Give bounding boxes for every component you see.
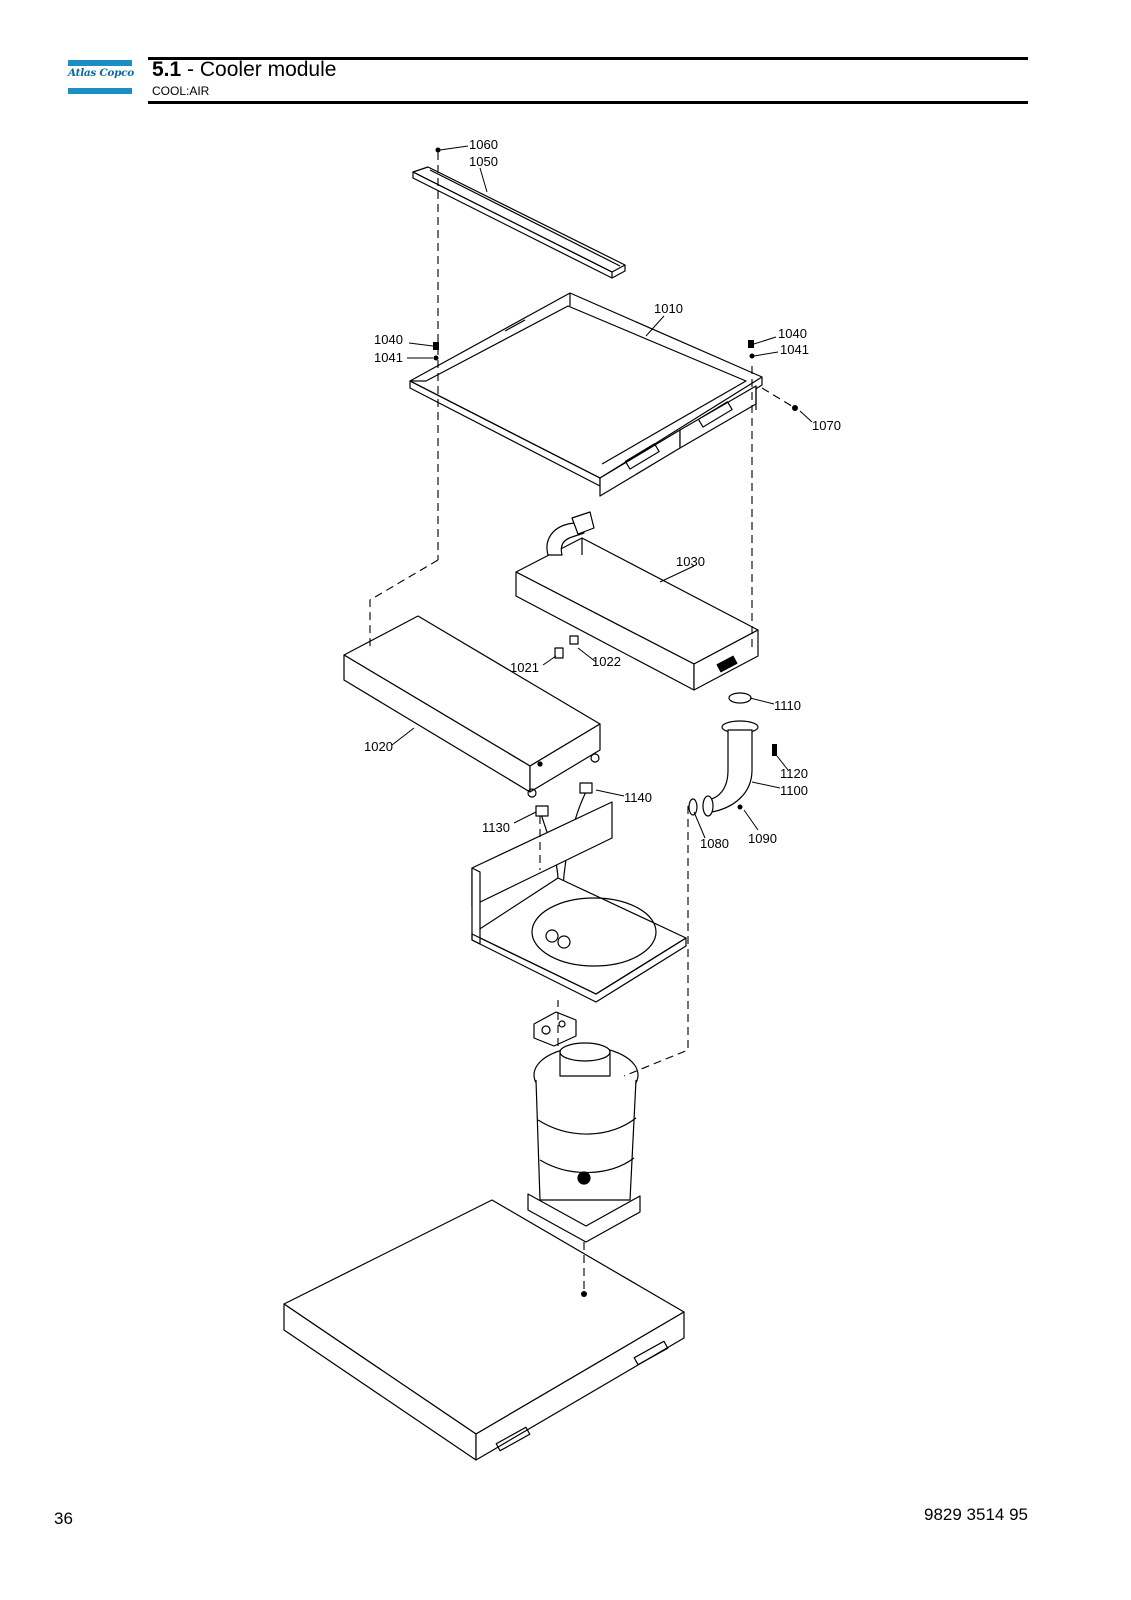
header-bottom-rule [148, 101, 1028, 104]
callout-1040-left: 1040 [374, 332, 403, 347]
page-number: 36 [54, 1509, 73, 1528]
page-subtitle: COOL:AIR [152, 84, 210, 98]
part-1050-top-strip [412, 166, 626, 279]
section-title: - Cooler module [187, 58, 337, 81]
fasteners [433, 147, 798, 1297]
callout-1060: 1060 [469, 137, 498, 152]
callout-1010: 1010 [654, 301, 683, 316]
atlas-copco-logo: Atlas Copco [68, 60, 134, 94]
fittings-1021-1022 [554, 635, 579, 659]
part-1110-seal [728, 692, 752, 704]
callout-1041-right: 1041 [780, 342, 809, 357]
callout-1140: 1140 [624, 790, 652, 805]
callout-1040-right: 1040 [778, 326, 807, 341]
page-title: 5.1 - Cooler module [152, 58, 336, 82]
callout-1041-left: 1041 [374, 350, 403, 365]
part-1100-bend [688, 720, 759, 817]
mounting-bracket [471, 801, 687, 1003]
valve-block [533, 1011, 577, 1047]
callout-1021: 1021 [510, 660, 539, 675]
section-number: 5.1 [152, 58, 182, 81]
callout-1130: 1130 [482, 820, 510, 835]
header-top-rule [148, 57, 1028, 60]
compressor-element [527, 1042, 641, 1243]
leader-lines [391, 145, 813, 839]
callout-1120: 1120 [780, 766, 808, 781]
callout-1070: 1070 [812, 418, 841, 433]
callout-1030: 1030 [676, 554, 705, 569]
logo-top-bar [68, 60, 132, 66]
callout-1050: 1050 [469, 154, 498, 169]
callout-1080: 1080 [700, 836, 729, 851]
part-1030-cooler [515, 511, 759, 691]
part-1020-cooler [343, 615, 601, 798]
base-plate [283, 1199, 685, 1461]
callout-1020: 1020 [364, 739, 393, 754]
callout-1100: 1100 [780, 783, 808, 798]
callout-1110: 1110 [774, 698, 801, 713]
part-1010-top-frame [409, 292, 763, 497]
logo-wordmark: Atlas Copco [68, 67, 134, 79]
assembly-lines [369, 152, 796, 1292]
document-number: 9829 3514 95 [924, 1505, 1028, 1524]
callout-1090: 1090 [748, 831, 777, 846]
logo-bottom-bar [68, 88, 132, 94]
callout-1022: 1022 [592, 654, 621, 669]
